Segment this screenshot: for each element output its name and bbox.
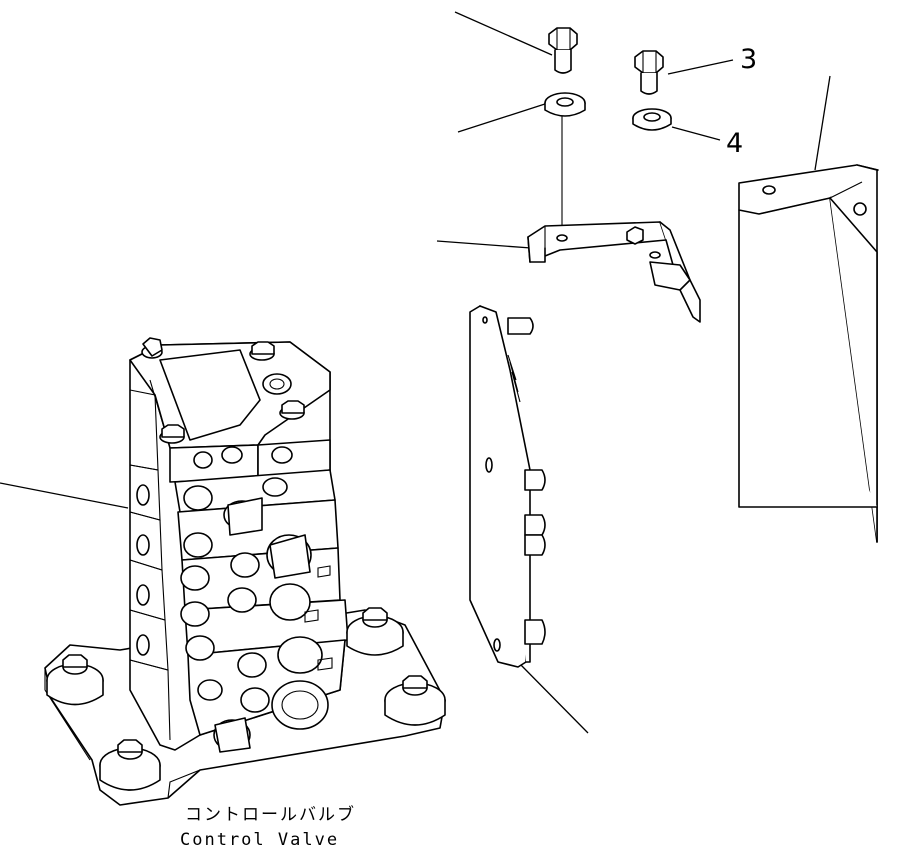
- leader-washer-2: [457, 102, 549, 133]
- leader-bolt-3: [667, 59, 734, 75]
- caption-japanese: コントロールバルブ: [185, 804, 356, 825]
- mount-bolts: [46, 607, 446, 791]
- leader-washer-4: [671, 126, 721, 141]
- bolt-1: [548, 27, 578, 74]
- washer-2: [544, 92, 586, 117]
- leader-bolt-1: [454, 11, 553, 56]
- caption-english: Control Valve: [180, 830, 339, 848]
- valve-spools: [180, 485, 333, 753]
- washer-4: [632, 108, 672, 131]
- leader-cover-right: [814, 75, 831, 171]
- control-valve-assembly: [44, 337, 446, 806]
- leader-lines: [0, 11, 831, 734]
- angle-bracket: [527, 221, 701, 323]
- mounting-plate-middle: [469, 305, 546, 668]
- leader-plate: [517, 661, 589, 734]
- top-bolts: [141, 337, 305, 444]
- bolt-3: [634, 50, 664, 95]
- leader-control-valve: [0, 482, 129, 509]
- callout-3: 3: [740, 44, 757, 75]
- callout-4: 4: [726, 128, 743, 159]
- leader-bracket: [436, 240, 532, 249]
- cover-plate-right: [738, 164, 879, 543]
